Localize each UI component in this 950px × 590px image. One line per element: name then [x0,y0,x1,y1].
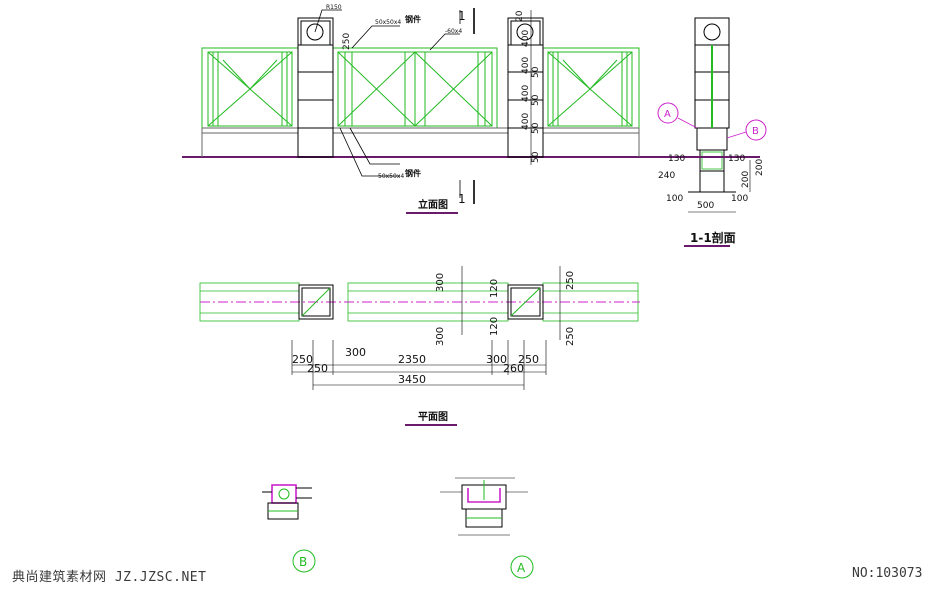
plan-dim-lines [291,340,547,390]
steel-bottom-label: 钢件 [405,168,421,178]
detail-a: A [440,477,534,579]
section-dim: 100 [666,194,683,204]
plan-dim: 300 [435,273,446,292]
pier-dims: 20 400 50 400 50 400 50 400 50 [515,10,541,163]
section-dim: 100 [731,194,748,204]
callout-b-label: B [752,126,759,137]
plan-title: 平面图 [418,411,448,423]
detail-a-circle [510,555,534,579]
fence-panel-middle [332,47,498,129]
section-mark-bottom: 1 [458,192,466,206]
plan-dim: 2350 [398,353,426,366]
section-dim: 240 [658,171,675,181]
plan-vertical-dims: 300 120 120 300 250 250 [435,271,576,346]
plan-dim: 250 [565,271,576,290]
section-dims: 130 130 240 100 500 100 200 200 [658,154,765,211]
plan-dim: 120 [489,279,500,298]
section-dim: 130 [668,154,685,164]
fence-base [201,127,640,157]
plan-dim: 250 [292,353,313,366]
callout-b-leader [726,131,747,139]
plan-dim: 250 [518,353,539,366]
callout-b-circle [745,119,767,141]
section-dim: 200 [741,171,751,188]
pier-dim: 400 [521,85,531,102]
callout-a-circle [657,102,679,124]
pier-dim: 400 [521,113,531,130]
steel-top-label: 钢件 [405,14,421,24]
detail-a-drawing [440,477,528,536]
section-footing-fill [701,151,723,170]
pier-dim: 50 [531,66,541,78]
detail-b: B [262,484,316,573]
section-dim: 200 [755,159,765,176]
pier-right [507,17,544,158]
watermark-number: NO:103073 [852,566,923,581]
elevation-leaders [314,8,475,204]
fence-panel-right [542,47,640,129]
callout-a-leader [677,117,698,129]
pier-dim: 50 [531,122,541,134]
section-dim: 500 [697,201,714,211]
pier-dim: 400 [521,57,531,74]
plan-horizontal-dims: 250 300 2350 300 250 250 260 3450 [292,346,539,386]
plan-dim: 250 [565,327,576,346]
watermark-site: 典尚建筑素材网 JZ.JZSC.NET [12,570,207,585]
callout-a-label: A [664,109,671,120]
plan-view: 300 120 120 300 250 250 250 300 2350 300… [199,266,640,426]
pier-dim: 400 [521,30,531,47]
angle-bottom-label: 50x50x4 [378,173,404,180]
detail-b-label: B [299,555,307,569]
detail-b-drawing [262,484,312,520]
flat-bar-label: -60x4 [445,28,462,35]
elevation-view: R150 50x50x4 钢件 -60x4 钢件 50x50x4 250 1 1… [182,4,650,214]
cap-radius-label: R150 [326,4,342,11]
plan-dim: 250 [307,362,328,375]
plan-dim: 300 [435,327,446,346]
plan-dim: 300 [486,353,507,366]
fence-panel-left [201,47,299,129]
pier-dim: 50 [531,94,541,106]
detail-a-label: A [517,561,526,575]
plan-dim: 300 [345,346,366,359]
angle-top-label: 50x50x4 [375,19,401,26]
plan-dim: 260 [503,362,524,375]
pier-left [297,17,334,158]
elevation-title: 立面图 [418,198,448,211]
section-dim: 130 [728,154,745,164]
dim-250-label: 250 [342,33,352,50]
plan-piers [298,284,544,320]
pier-dim: 50 [531,151,541,163]
plan-dim: 3450 [398,373,426,386]
section-title: 1-1剖面 [690,230,736,245]
section-mark-top: 1 [458,9,466,23]
plan-dim: 120 [489,317,500,336]
pier-dim: 20 [515,10,525,22]
detail-b-circle [292,549,316,573]
section-view: A B 130 130 240 100 500 100 200 200 1-1剖… [650,17,767,247]
